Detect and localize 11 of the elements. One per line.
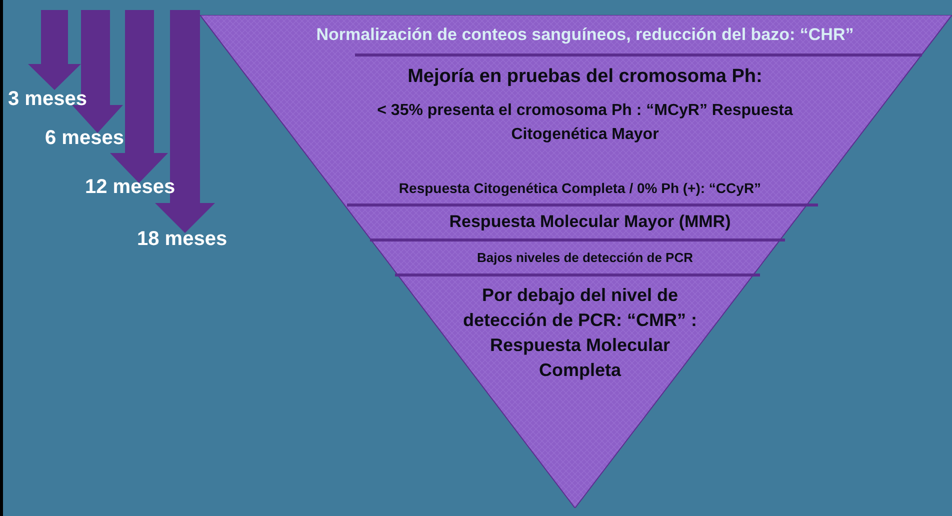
- band-heading: Mejoría en pruebas del cromosoma Ph:: [406, 65, 764, 89]
- band-text: Bajos niveles de detección de PCR: [476, 249, 694, 267]
- duration-label: 18 meses: [137, 228, 228, 251]
- band-text: < 35% presenta el cromosoma Ph : “MCyR” Respuesta Citogenética Mayor: [376, 101, 794, 145]
- duration-label: 6 meses: [45, 127, 124, 150]
- duration-label: 3 meses: [8, 88, 87, 111]
- duration-label: 12 meses: [85, 176, 176, 199]
- band-text: Respuesta Molecular Mayor (MMR): [448, 211, 732, 233]
- band-text: Normalización de conteos sanguíneos, reducción del bazo: “CHR”: [315, 24, 855, 46]
- band-text: Respuesta Citogenética Completa / 0% Ph (+): “CCyR”: [398, 179, 762, 198]
- band-text: Por debajo del nivel de detección de PCR: “CMR” : Respuesta Molecular Completa: [462, 284, 698, 382]
